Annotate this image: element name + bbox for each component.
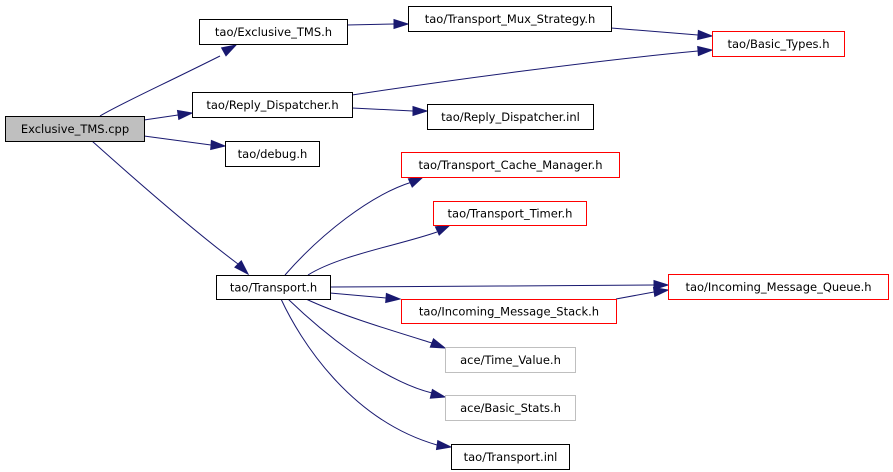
node-transport-cache-manager-h[interactable]: tao/Transport_Cache_Manager.h	[401, 152, 620, 178]
edge-line	[351, 50, 699, 96]
arrowhead-icon	[393, 18, 410, 30]
edge-line	[346, 23, 395, 26]
node-basic-stats-h[interactable]: ace/Basic_Stats.h	[445, 395, 576, 421]
arrowhead-icon	[652, 286, 670, 298]
arrowhead-icon	[234, 260, 250, 276]
edge-line	[91, 140, 239, 265]
edge-transport-h-to-basic-stats-h	[287, 298, 447, 399]
edge-line	[307, 231, 438, 276]
arrowhead-icon	[697, 45, 714, 57]
node-reply-dispatcher-inl[interactable]: tao/Reply_Dispatcher.inl	[427, 104, 594, 130]
edge-line	[284, 181, 413, 276]
edge-reply-dispatcher-h-to-reply-dispatcher-inl	[351, 105, 429, 117]
edge-root-to-debug-h	[143, 135, 227, 151]
arrowhead-icon	[429, 388, 447, 399]
node-label: tao/Transport_Mux_Strategy.h	[425, 12, 596, 26]
edge-incoming-message-stack-h-to-incoming-message-queue-h	[615, 286, 670, 300]
node-box	[401, 152, 620, 178]
node-transport-inl[interactable]: tao/Transport.inl	[451, 444, 570, 470]
edge-transport-h-to-incoming-message-stack-h	[329, 292, 402, 304]
edge-line	[351, 107, 414, 112]
node-label: tao/Transport_Cache_Manager.h	[419, 158, 603, 172]
node-label: tao/Basic_Types.h	[727, 37, 829, 51]
edge-line	[329, 292, 387, 299]
arrowhead-icon	[653, 279, 670, 291]
node-transport-timer-h[interactable]: tao/Transport_Timer.h	[433, 201, 587, 226]
arrowhead-icon	[176, 109, 194, 121]
node-box	[451, 444, 570, 470]
node-label: tao/Exclusive_TMS.h	[215, 25, 332, 39]
edge-reply-dispatcher-h-to-basic-types-h	[351, 45, 714, 96]
edge-line	[280, 298, 438, 446]
node-box	[192, 92, 353, 118]
edge-transport-h-to-incoming-message-queue-h	[329, 279, 670, 291]
node-label: tao/Reply_Dispatcher.inl	[441, 110, 580, 124]
arrowhead-icon	[435, 439, 453, 451]
node-label: tao/Incoming_Message_Queue.h	[685, 280, 871, 294]
node-transport-mux-strategy-h[interactable]: tao/Transport_Mux_Strategy.h	[408, 6, 612, 32]
edge-exclusive-tms-h-to-transport-mux-strategy-h	[346, 18, 410, 30]
node-debug-h[interactable]: tao/debug.h	[225, 141, 320, 167]
node-box	[401, 299, 617, 324]
edge-line	[615, 291, 655, 300]
node-root: Exclusive_TMS.cpp	[5, 116, 145, 142]
node-box	[408, 6, 612, 32]
node-reply-dispatcher-h[interactable]: tao/Reply_Dispatcher.h	[192, 92, 353, 118]
node-label: tao/Transport.inl	[464, 450, 558, 464]
edge-transport-h-to-time-value-h	[305, 298, 447, 349]
arrowhead-icon	[434, 224, 452, 236]
arrowhead-icon	[385, 292, 402, 304]
edge-transport-h-to-transport-timer-h	[307, 224, 452, 276]
node-box	[225, 141, 320, 167]
node-label: tao/debug.h	[238, 147, 308, 161]
arrowhead-icon	[429, 337, 447, 349]
node-exclusive-tms-h[interactable]: tao/Exclusive_TMS.h	[199, 19, 348, 45]
edge-line	[287, 298, 433, 394]
node-incoming-message-queue-h[interactable]: tao/Incoming_Message_Queue.h	[668, 274, 889, 300]
node-box	[445, 395, 576, 421]
edge-line	[143, 135, 212, 146]
node-label: tao/Transport_Timer.h	[448, 207, 573, 221]
node-box	[216, 275, 331, 300]
node-box	[5, 116, 145, 142]
node-label: tao/Transport.h	[230, 281, 317, 295]
edge-line	[143, 114, 179, 121]
node-box	[712, 31, 845, 57]
arrowhead-icon	[407, 176, 425, 188]
node-box	[668, 274, 889, 300]
edge-root-to-reply-dispatcher-h	[143, 109, 194, 121]
edge-line	[99, 55, 221, 117]
edge-line	[329, 284, 655, 288]
edge-transport-h-to-transport-cache-manager-h	[284, 176, 425, 276]
node-label: tao/Reply_Dispatcher.h	[206, 98, 338, 112]
arrowhead-icon	[412, 105, 429, 117]
node-transport-h[interactable]: tao/Transport.h	[216, 275, 331, 300]
arrowhead-icon	[697, 29, 714, 41]
node-box	[427, 104, 594, 130]
nodes-layer: Exclusive_TMS.cpp tao/Exclusive_TMS.h tao/…	[5, 6, 889, 470]
node-label: tao/Incoming_Message_Stack.h	[419, 305, 599, 319]
node-label: Exclusive_TMS.cpp	[21, 122, 129, 136]
edges-layer	[91, 18, 714, 451]
edge-line	[610, 27, 699, 36]
node-box	[199, 19, 348, 45]
node-time-value-h[interactable]: ace/Time_Value.h	[445, 347, 576, 373]
node-box	[433, 201, 587, 226]
edge-transport-h-to-transport-inl	[280, 298, 453, 451]
edge-root-to-transport-h	[91, 140, 250, 276]
arrowhead-icon	[220, 44, 238, 57]
edge-line	[305, 298, 433, 344]
node-box	[445, 347, 576, 373]
edge-root-to-exclusive-tms-h	[99, 44, 238, 117]
node-basic-types-h[interactable]: tao/Basic_Types.h	[712, 31, 845, 57]
node-label: ace/Time_Value.h	[460, 353, 561, 367]
edge-transport-mux-strategy-h-to-basic-types-h	[610, 27, 714, 41]
arrowhead-icon	[210, 139, 227, 151]
node-incoming-message-stack-h[interactable]: tao/Incoming_Message_Stack.h	[401, 299, 617, 324]
node-label: ace/Basic_Stats.h	[460, 401, 561, 415]
